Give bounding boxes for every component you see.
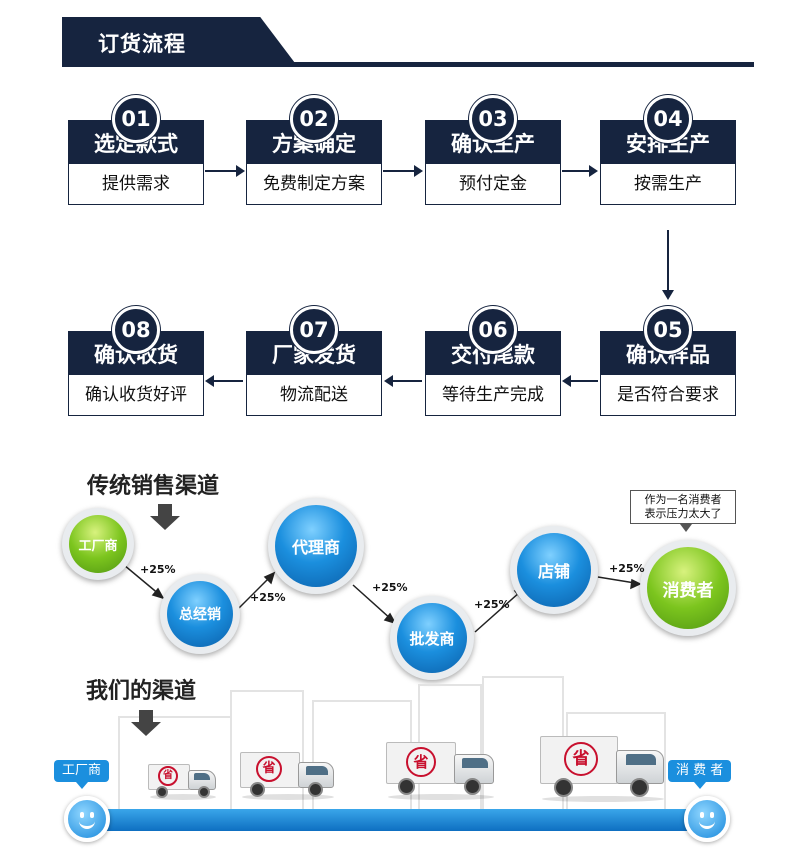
delivery-truck: 省 — [540, 736, 666, 804]
step-number: 01 — [112, 95, 160, 143]
step-number: 07 — [290, 306, 338, 354]
node-label: 代理商 — [275, 505, 357, 587]
node-distributor: 总经销 — [160, 574, 240, 654]
delivery-truck: 省 — [240, 752, 336, 802]
arrow-right — [205, 165, 245, 177]
step-subtitle: 提供需求 — [68, 164, 204, 205]
province-seal-icon: 省 — [406, 747, 436, 777]
arrow-right — [383, 165, 423, 177]
province-seal-icon: 省 — [564, 742, 598, 776]
node-store: 店铺 — [510, 526, 598, 614]
markup-label: +25% — [140, 563, 176, 576]
down-arrow-icon — [150, 504, 180, 532]
section-header-bar — [62, 17, 298, 67]
step-subtitle: 是否符合要求 — [600, 375, 736, 416]
arrow-down — [662, 230, 674, 300]
node-agent: 代理商 — [268, 498, 364, 594]
note-line: 表示压力太大了 — [644, 507, 722, 520]
smiley-icon — [684, 796, 730, 842]
note-pointer — [680, 524, 692, 532]
our-channel-title: 我们的渠道 — [86, 679, 197, 704]
consumer-note: 作为一名消费者 表示压力太大了 — [630, 490, 736, 524]
start-tag: 工厂商 — [54, 760, 110, 789]
delivery-truck: 省 — [148, 764, 218, 800]
end-tag: 消 费 者 — [668, 760, 732, 789]
delivery-road — [84, 809, 704, 831]
page-title: 订货流程 — [98, 32, 186, 56]
markup-label: +25% — [609, 562, 645, 575]
traditional-channel-title: 传统销售渠道 — [87, 474, 220, 499]
skyline-building — [230, 690, 304, 810]
step-number: 05 — [644, 306, 692, 354]
step-subtitle: 物流配送 — [246, 375, 382, 416]
arrow-left — [384, 375, 422, 387]
step-number: 08 — [112, 306, 160, 354]
down-arrow-icon — [131, 710, 161, 738]
step-number: 02 — [290, 95, 338, 143]
markup-label: +25% — [372, 581, 408, 594]
node-factory: 工厂商 — [62, 508, 134, 580]
step-number: 04 — [644, 95, 692, 143]
arrow-left — [562, 375, 598, 387]
arrow-right — [562, 165, 598, 177]
node-label: 消费者 — [647, 547, 729, 629]
markup-label: +25% — [250, 591, 286, 604]
step-number: 03 — [469, 95, 517, 143]
step-subtitle: 确认收货好评 — [68, 375, 204, 416]
step-subtitle: 预付定金 — [425, 164, 561, 205]
header-underline — [62, 62, 754, 67]
node-label: 批发商 — [397, 603, 467, 673]
arrow-left — [205, 375, 243, 387]
node-wholesaler: 批发商 — [390, 596, 474, 680]
step-subtitle: 按需生产 — [600, 164, 736, 205]
note-line: 作为一名消费者 — [644, 493, 722, 506]
province-seal-icon: 省 — [158, 766, 178, 786]
smiley-icon — [64, 796, 110, 842]
markup-label: +25% — [474, 598, 510, 611]
step-number: 06 — [469, 306, 517, 354]
step-subtitle: 等待生产完成 — [425, 375, 561, 416]
step-subtitle: 免费制定方案 — [246, 164, 382, 205]
delivery-truck: 省 — [386, 742, 496, 802]
node-label: 店铺 — [517, 533, 591, 607]
node-label: 总经销 — [167, 581, 233, 647]
province-seal-icon: 省 — [256, 756, 282, 782]
node-label: 工厂商 — [69, 515, 127, 573]
node-consumer: 消费者 — [640, 540, 736, 636]
